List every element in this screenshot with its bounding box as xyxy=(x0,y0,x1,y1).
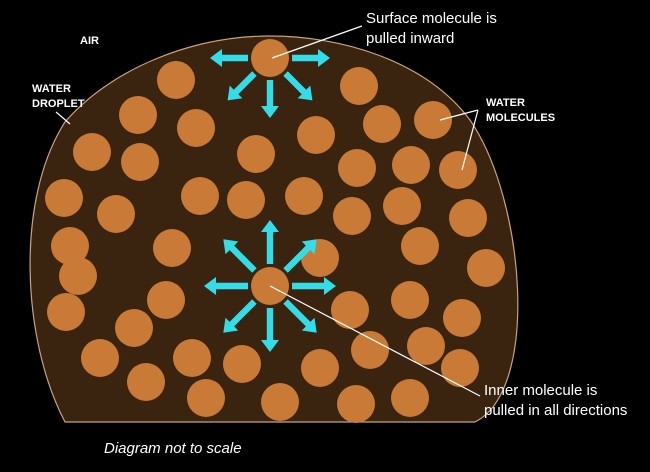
molecules-leader-line-1 xyxy=(439,109,479,121)
water-molecule xyxy=(363,105,401,143)
inner-arrow-icon xyxy=(283,299,317,333)
water-molecule xyxy=(401,227,439,265)
water-molecule xyxy=(391,281,429,319)
water-molecule xyxy=(227,181,265,219)
water-molecule xyxy=(407,327,445,365)
air-label: AIR xyxy=(80,35,99,47)
water-molecule xyxy=(181,177,219,215)
droplet-leader-line xyxy=(55,111,71,125)
surface-arrow-icon xyxy=(283,71,313,101)
water-molecule xyxy=(443,299,481,337)
surface-arrow-icon xyxy=(261,80,279,118)
water-molecule xyxy=(449,199,487,237)
inner-arrow-icon xyxy=(292,277,336,295)
water-molecule xyxy=(73,133,111,171)
inner-arrow-icon xyxy=(261,308,279,352)
water-molecule xyxy=(383,187,421,225)
water-molecules-group xyxy=(45,39,505,423)
inner-arrow-icon xyxy=(223,299,257,333)
surface-arrow-icon xyxy=(227,71,257,101)
water-molecule xyxy=(45,179,83,217)
surface-arrow-icon xyxy=(210,49,248,67)
water-molecule xyxy=(153,229,191,267)
water-molecules-label: WATER MOLECULES xyxy=(486,96,555,126)
inner-leader-line xyxy=(269,285,481,397)
water-molecule xyxy=(333,197,371,235)
water-molecule xyxy=(441,349,479,387)
water-molecule xyxy=(392,146,430,184)
inner-arrow-icon xyxy=(283,239,317,273)
water-molecule xyxy=(121,143,159,181)
surface-arrow-icon xyxy=(292,49,330,67)
water-molecule xyxy=(115,309,153,347)
water-molecules-label-line1: WATER xyxy=(486,97,525,109)
water-droplet-label-line1: WATER xyxy=(32,83,71,95)
water-molecule xyxy=(301,349,339,387)
inner-arrow-icon xyxy=(204,277,248,295)
water-molecule xyxy=(147,281,185,319)
water-molecule xyxy=(119,96,157,134)
inner-arrow-icon xyxy=(223,239,257,273)
water-molecule xyxy=(187,379,225,417)
water-molecule xyxy=(467,249,505,287)
scale-note: Diagram not to scale xyxy=(104,440,242,457)
water-molecule xyxy=(331,291,369,329)
water-droplet-label: WATER DROPLET xyxy=(32,82,85,112)
water-molecule xyxy=(439,151,477,189)
water-molecule xyxy=(391,379,429,417)
water-molecule xyxy=(237,135,275,173)
water-molecule xyxy=(337,385,375,423)
molecules-leader-line-2 xyxy=(461,109,479,171)
surface-molecule xyxy=(251,39,289,77)
water-droplet-label-line2: DROPLET xyxy=(32,98,85,110)
water-molecule xyxy=(338,149,376,187)
inner-arrow-icon xyxy=(261,220,279,264)
force-arrows-group xyxy=(204,49,336,352)
water-molecule xyxy=(223,345,261,383)
water-molecule xyxy=(51,227,89,265)
water-molecule xyxy=(351,331,389,369)
water-molecule xyxy=(414,101,452,139)
inner-molecule-label-line2: pulled in all directions xyxy=(484,402,628,419)
inner-molecule-label-line1: Inner molecule is xyxy=(484,382,598,399)
water-molecule xyxy=(261,383,299,421)
surface-molecule-label: Surface molecule is pulled inward xyxy=(366,9,497,49)
water-molecule xyxy=(173,339,211,377)
water-molecule xyxy=(285,177,323,215)
water-molecule xyxy=(97,195,135,233)
water-molecule xyxy=(297,116,335,154)
surface-molecule-label-line2: pulled inward xyxy=(366,30,455,47)
water-molecule xyxy=(47,293,85,331)
water-molecule xyxy=(127,363,165,401)
surface-molecule-label-line1: Surface molecule is xyxy=(366,10,497,27)
water-molecule xyxy=(177,109,215,147)
inner-molecule-label: Inner molecule is pulled in all directio… xyxy=(484,381,627,421)
water-molecule xyxy=(81,339,119,377)
water-molecule xyxy=(157,61,195,99)
surface-leader-line xyxy=(271,25,363,59)
water-molecules-label-line2: MOLECULES xyxy=(486,112,556,124)
leader-lines-group xyxy=(55,25,481,397)
water-molecule xyxy=(340,67,378,105)
water-molecule xyxy=(59,257,97,295)
